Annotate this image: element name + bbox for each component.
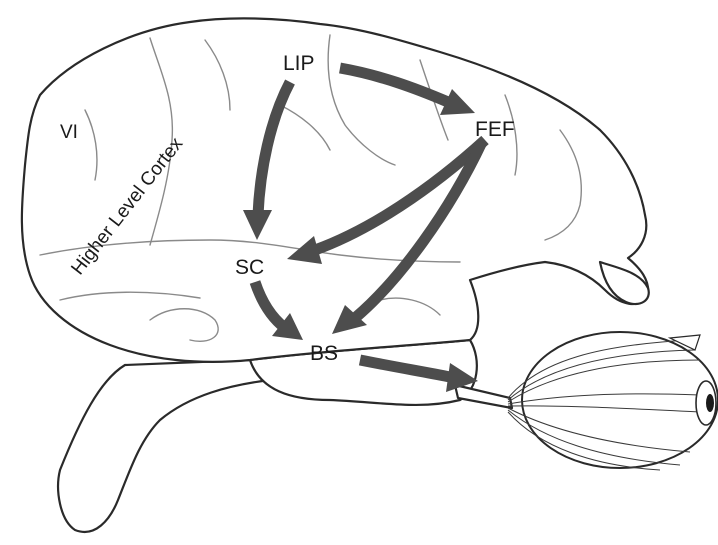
node-label-bs: BS <box>310 342 338 365</box>
node-label-sc: SC <box>235 256 264 279</box>
node-label-fef: FEF <box>475 118 515 141</box>
eyeball-outline <box>522 332 718 468</box>
pupil-icon <box>706 394 714 412</box>
region-label-v1: VI <box>60 122 78 143</box>
cerebral-cortex-outline <box>22 18 648 361</box>
brainstem-outline <box>58 360 270 532</box>
optic-nerve <box>455 385 512 408</box>
eyeball <box>508 332 718 470</box>
node-label-lip: LIP <box>283 52 315 75</box>
